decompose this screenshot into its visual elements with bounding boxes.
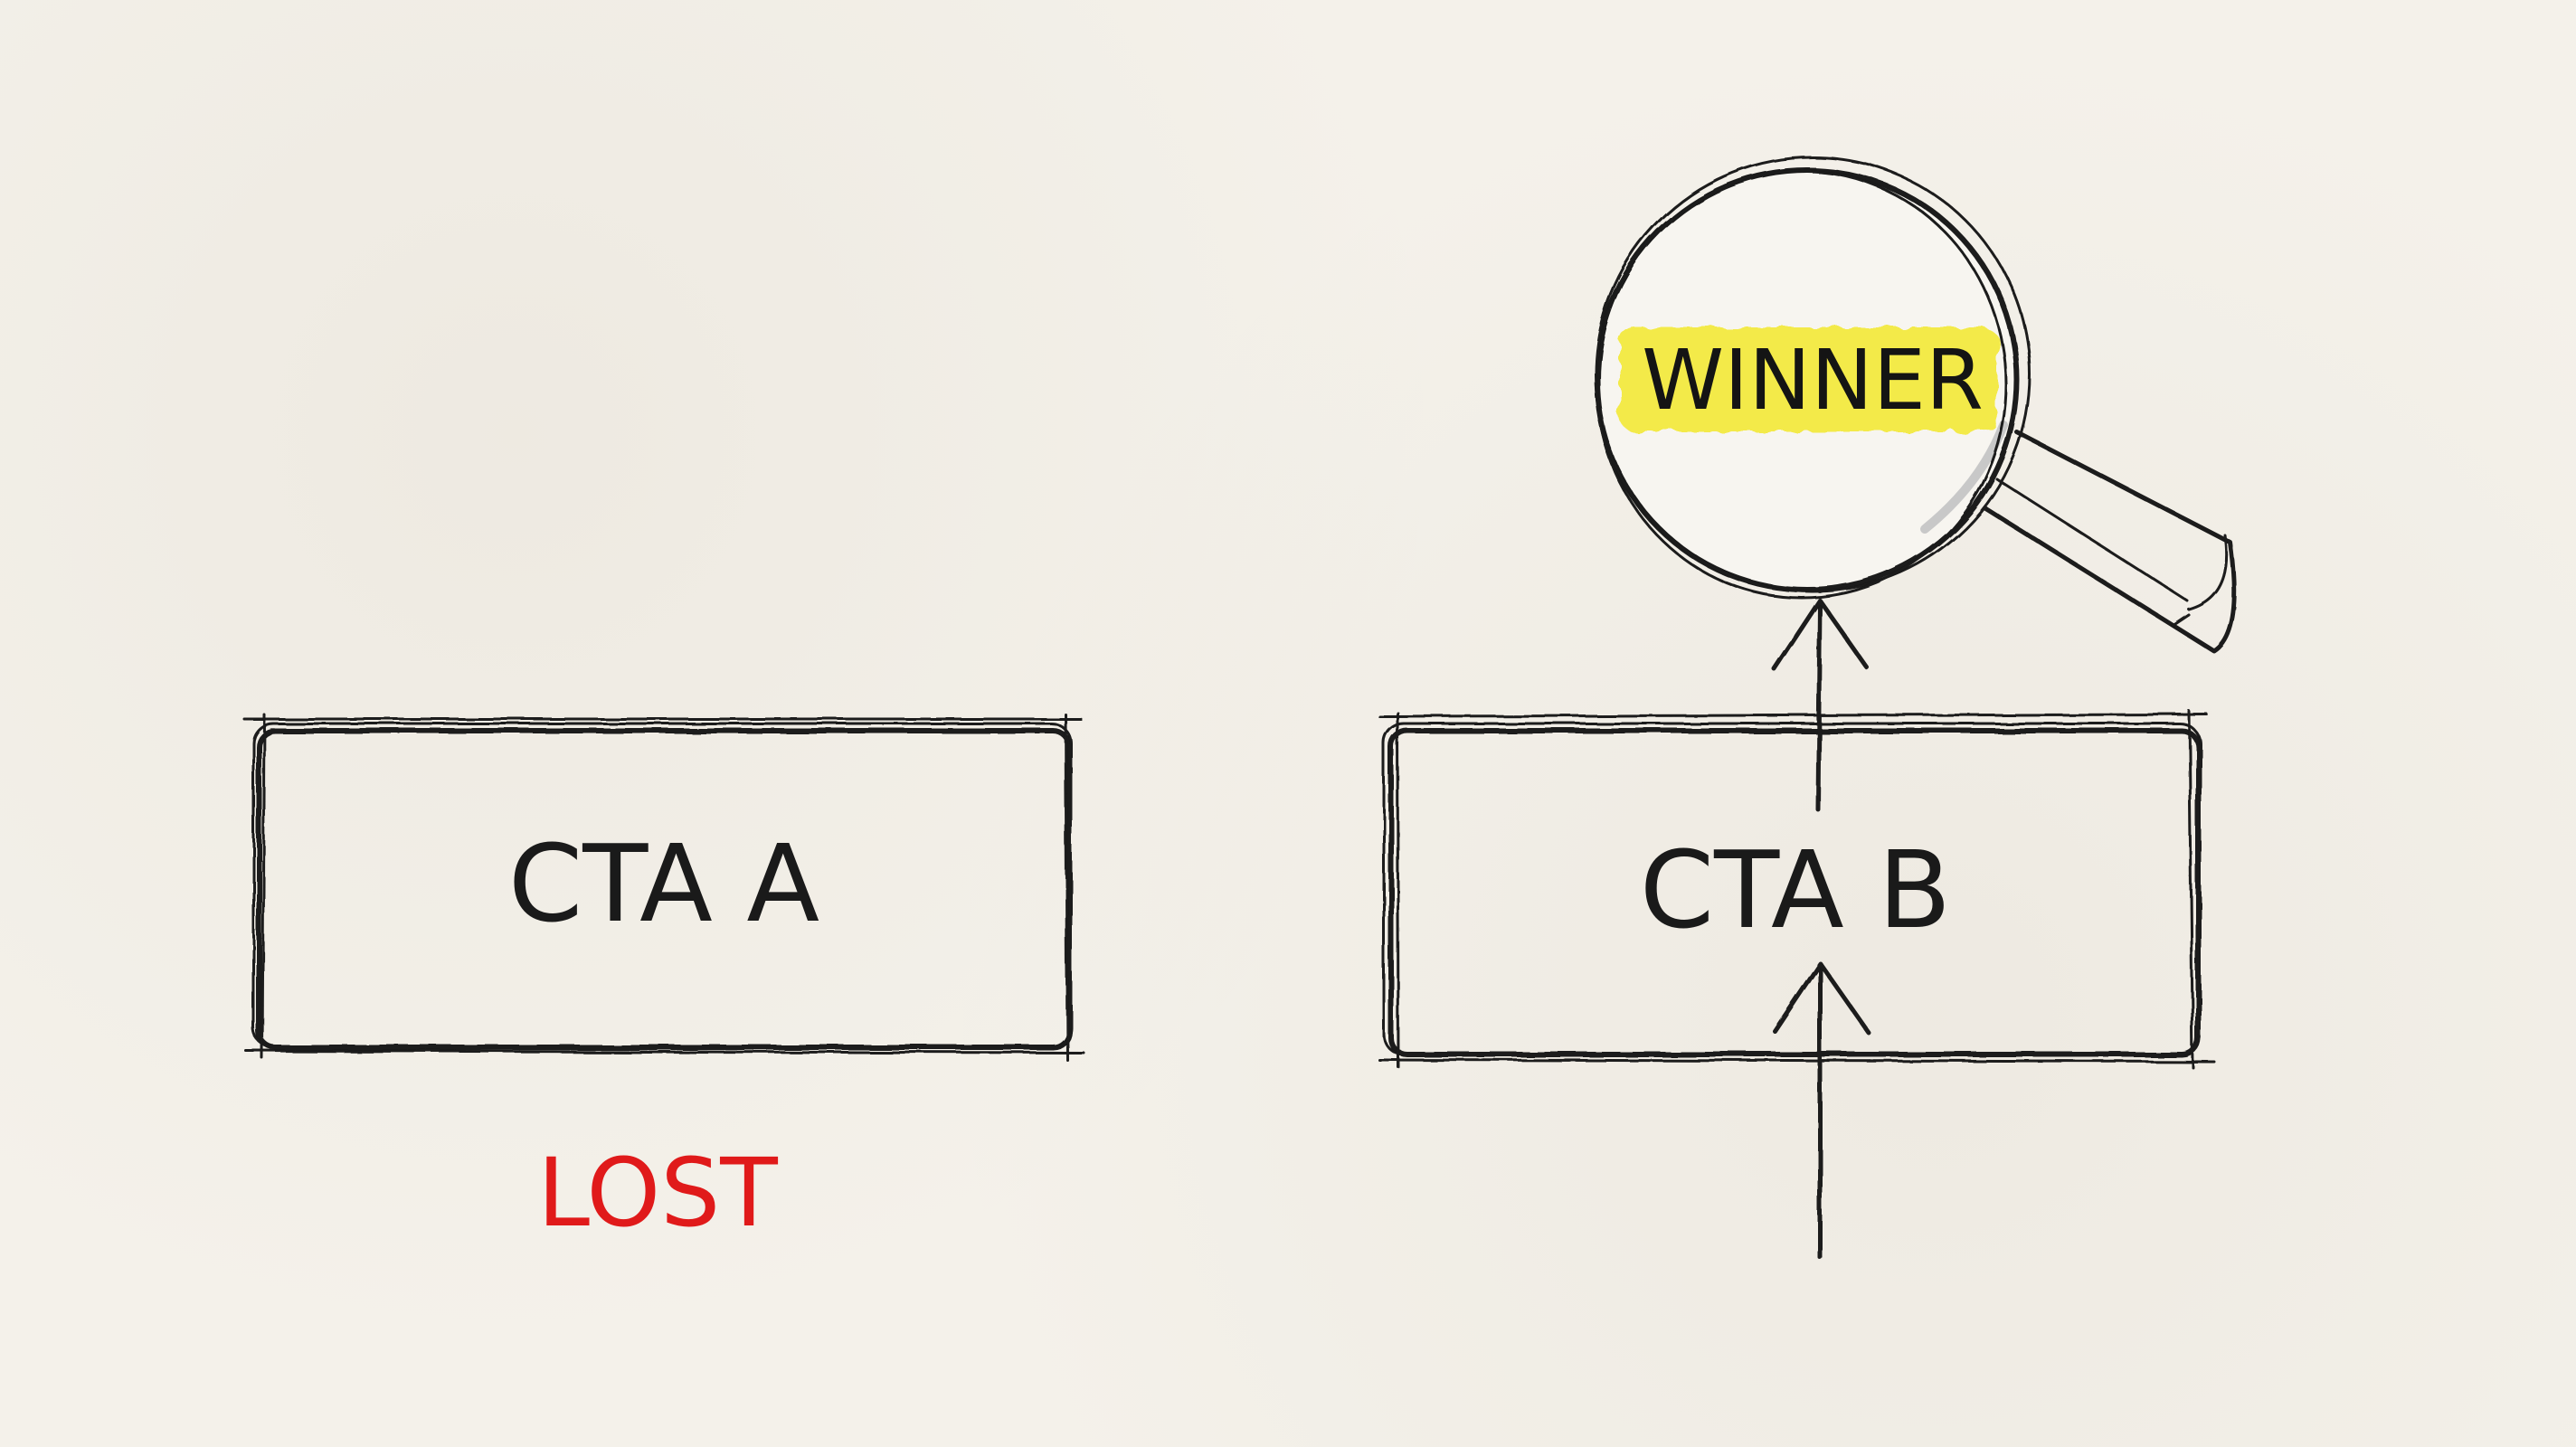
magnifying-glass-icon: WINNER: [1594, 156, 2237, 654]
cta-b-box[interactable]: [1378, 709, 2216, 1069]
cta-a-label: CTA A: [508, 821, 819, 946]
winner-highlight: [1619, 327, 1999, 431]
cta-a-box[interactable]: [242, 713, 1085, 1062]
cta-a-result-lost: LOST: [537, 1138, 778, 1248]
arrow-up-icon: [1772, 598, 1871, 1260]
cta-b-label: CTA B: [1640, 828, 1952, 952]
winner-text: WINNER: [1642, 332, 1984, 429]
